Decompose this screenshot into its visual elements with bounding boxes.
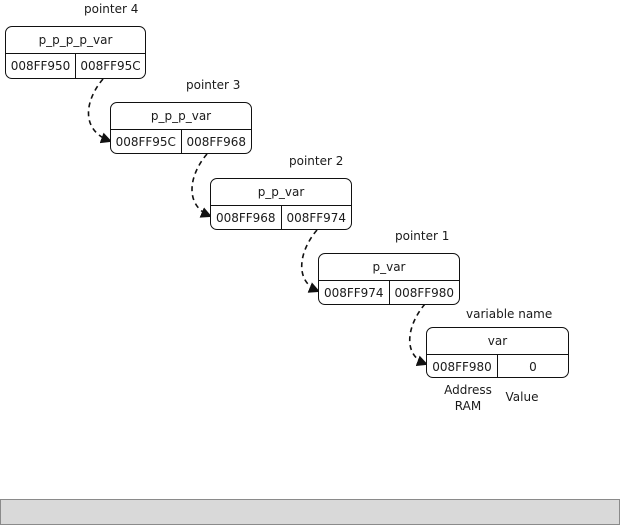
pointer-2-box: p_p_var 008FF968 008FF974 [210, 178, 352, 230]
pointer-3-caption: pointer 3 [186, 78, 241, 92]
pointer-3-name: p_p_p_var [111, 103, 251, 130]
pointer-1-value: 008FF980 [388, 281, 460, 304]
link-p3-to-p2 [191, 153, 213, 218]
variable-value: 0 [497, 355, 568, 377]
pointer-4-box: p_p_p_p_var 008FF950 008FF95C [5, 26, 146, 79]
variable-box: var 008FF980 0 [426, 327, 569, 378]
pointer-3-address: 008FF95C [115, 135, 176, 149]
pointer-4-address: 008FF950 [10, 59, 71, 73]
pointer-2-caption: pointer 2 [289, 154, 344, 168]
pointer-4-value: 008FF95C [75, 54, 145, 78]
pointer-1-address: 008FF974 [323, 286, 384, 300]
pointer-3-box: p_p_p_var 008FF95C 008FF968 [110, 102, 252, 154]
link-p2-to-p1 [300, 229, 321, 293]
legend-address: Address RAM [440, 382, 496, 414]
pointer-1-box: p_var 008FF974 008FF980 [318, 253, 460, 305]
link-p4-to-p3 [87, 78, 113, 144]
pointer-2-value: 008FF974 [280, 206, 352, 229]
variable-address: 008FF980 [432, 360, 492, 374]
legend-value: Value [505, 390, 539, 404]
pointer-2-address: 008FF968 [215, 211, 276, 225]
pointer-4-name: p_p_p_p_var [6, 27, 145, 54]
footer-bar [0, 499, 620, 525]
pointer-1-caption: pointer 1 [395, 229, 450, 243]
variable-name: var [427, 328, 568, 355]
link-p1-to-var [408, 303, 429, 367]
pointer-1-name: p_var [319, 254, 459, 281]
legend-address-line1: Address [444, 383, 492, 397]
pointer-2-name: p_p_var [211, 179, 351, 206]
variable-caption: variable name [466, 307, 553, 321]
legend-address-line2: RAM [454, 399, 482, 413]
pointer-3-value: 008FF968 [180, 130, 252, 153]
pointer-4-caption: pointer 4 [84, 2, 139, 16]
